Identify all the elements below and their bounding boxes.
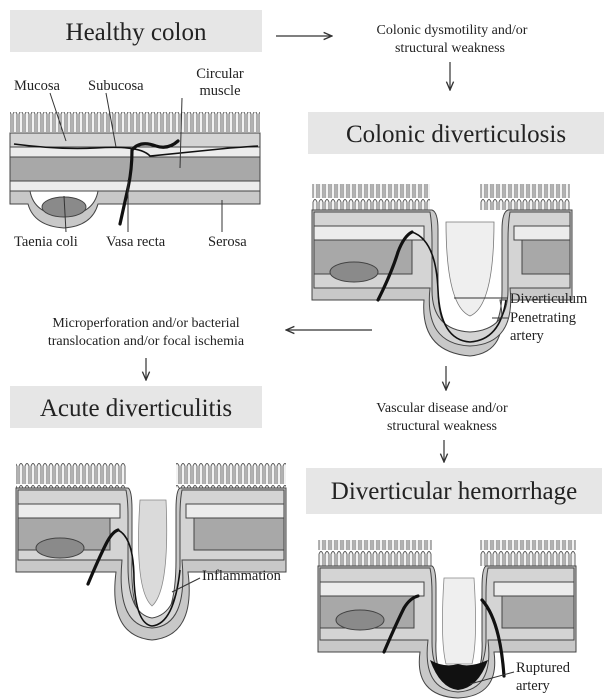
circular-muscle-label-1: Circular (196, 66, 244, 82)
penetrating-artery-label-2: artery (510, 328, 545, 344)
taenia-coli-label: Taenia coli (14, 234, 78, 250)
healthy-colon-cross-section (10, 93, 260, 232)
transition-to-hemorrhage-line1: Vascular disease and/or (376, 401, 508, 416)
diverticulitis-cross-section (16, 462, 286, 640)
vasa-recta-label: Vasa recta (106, 234, 166, 250)
transition-to-diverticulosis-line2: structural weakness (395, 41, 505, 56)
serosa-label: Serosa (208, 234, 247, 250)
circular-muscle-label-2: muscle (199, 83, 240, 99)
diverticulum-label: Diverticulum (510, 291, 588, 307)
inflammation-label: Inflammation (202, 568, 282, 584)
penetrating-artery-label-1: Penetrating (510, 310, 576, 326)
transition-to-hemorrhage-line2: structural weakness (387, 419, 497, 434)
ruptured-artery-label-2: artery (516, 678, 551, 694)
hemorrhage-title: Diverticular hemorrhage (331, 478, 577, 505)
healthy-colon-title: Healthy colon (66, 19, 207, 46)
diverticulosis-title: Colonic diverticulosis (346, 121, 566, 148)
transition-to-diverticulosis-line1: Colonic dysmotility and/or (377, 23, 528, 38)
mucosa-label: Mucosa (14, 78, 60, 94)
transition-to-diverticulitis-line1: Microperforation and/or bacterial (52, 316, 239, 331)
ruptured-artery-label-1: Ruptured (516, 660, 571, 676)
subucosa-label: Subucosa (88, 78, 144, 94)
transition-to-diverticulitis-line2: translocation and/or focal ischemia (48, 334, 245, 349)
diverticulitis-title: Acute diverticulitis (40, 395, 232, 422)
